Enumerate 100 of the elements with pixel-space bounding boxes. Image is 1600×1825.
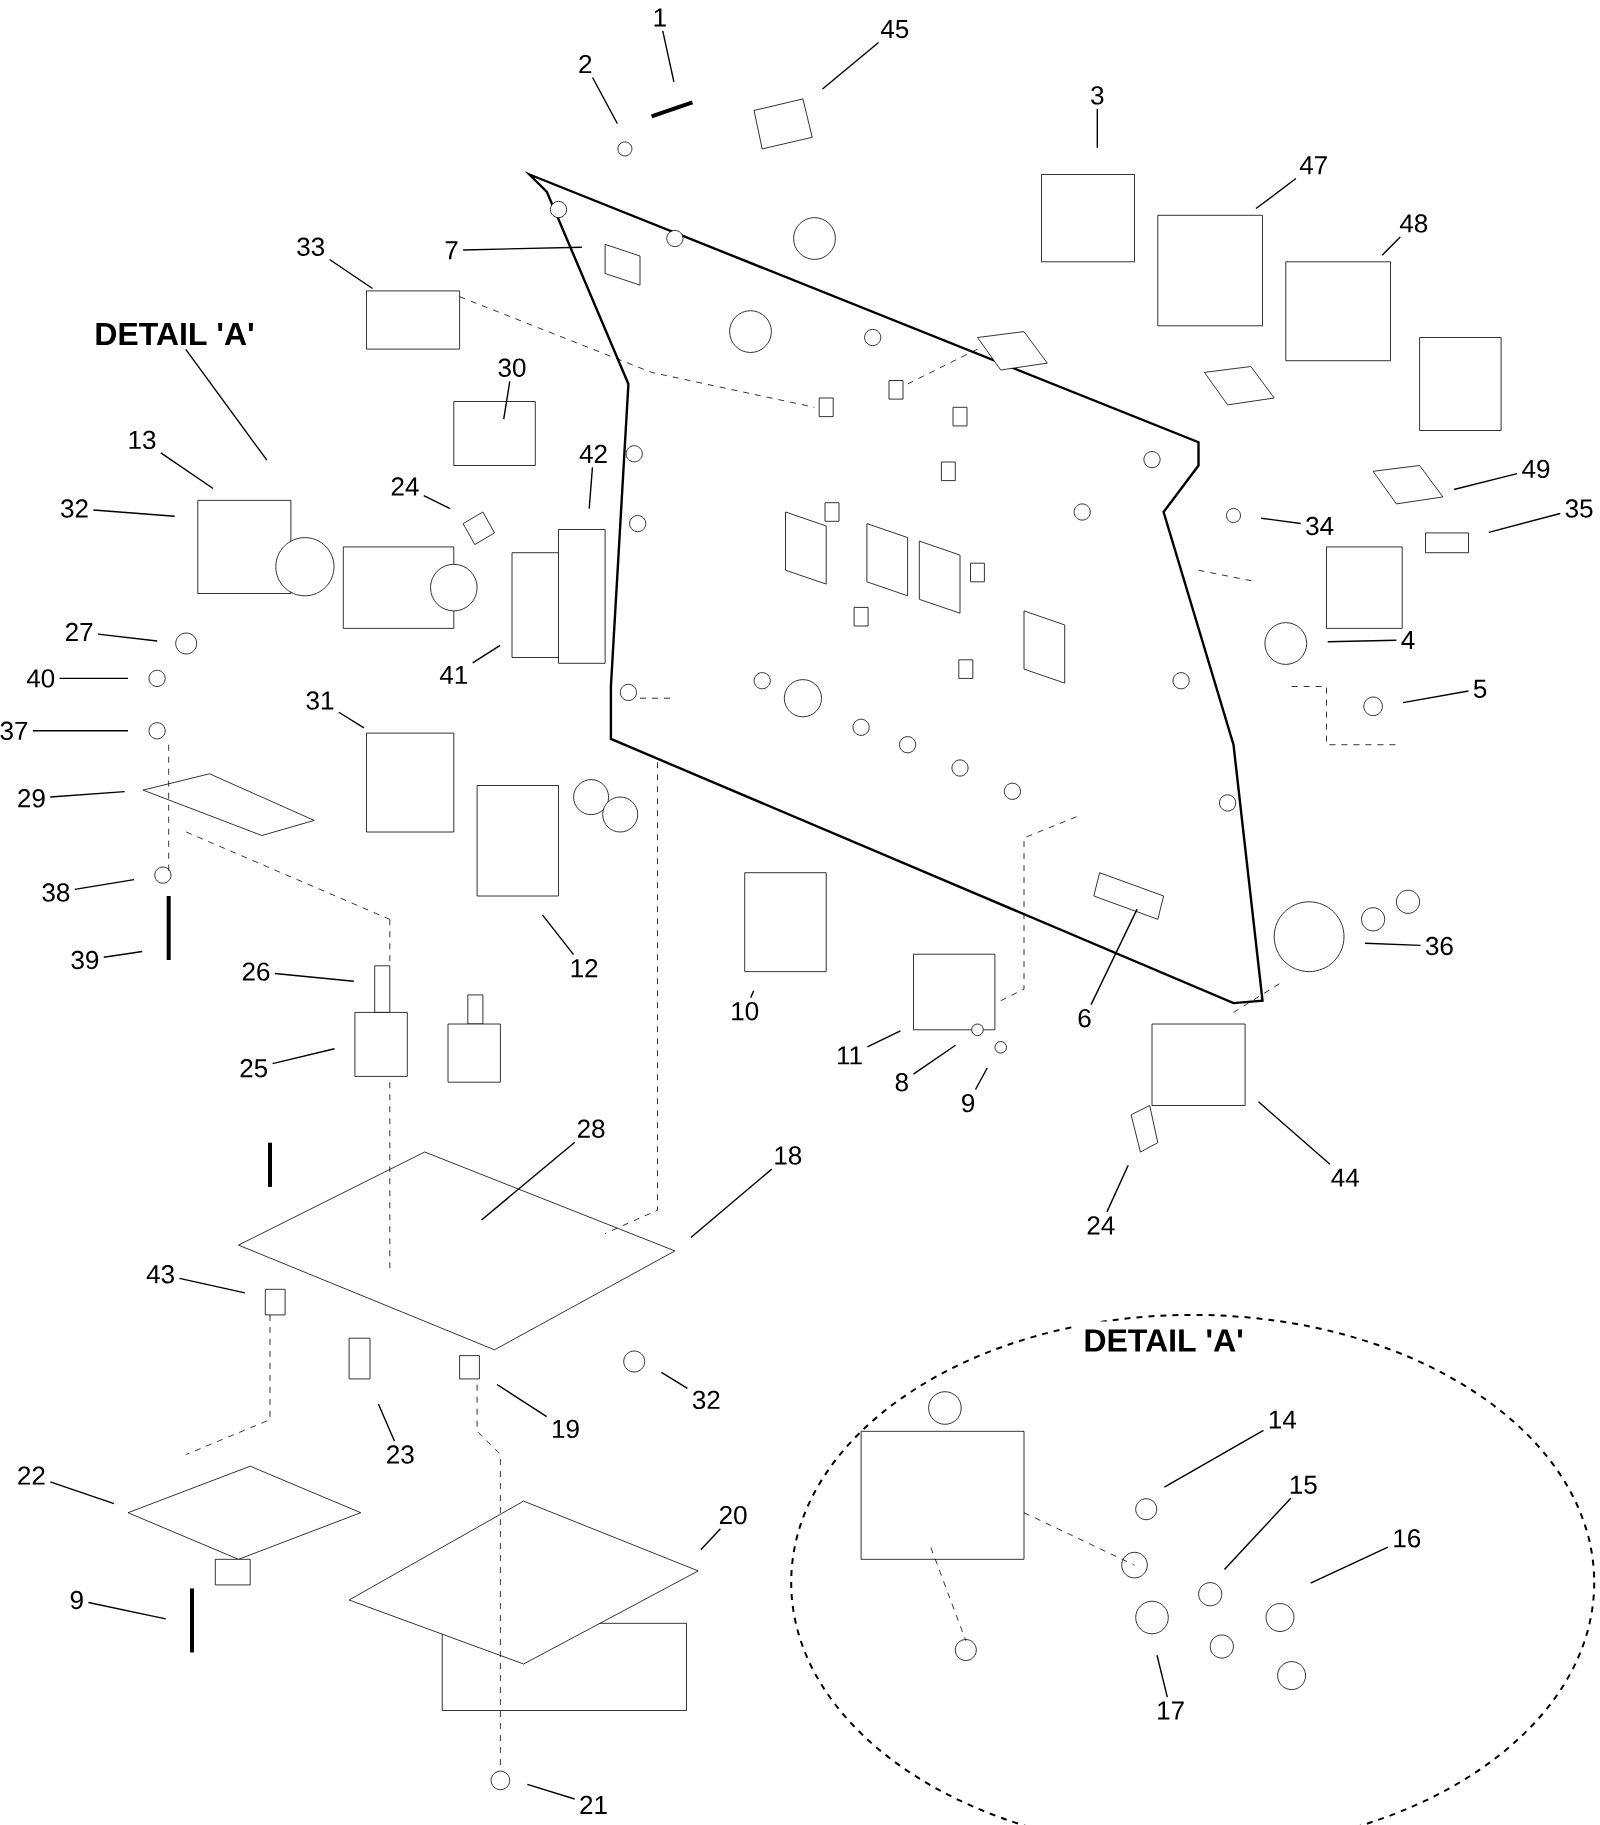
leader-line [1381,236,1401,256]
leader-line [328,258,374,290]
callout-number: 42 [579,444,607,463]
callout-number: 47 [1299,156,1327,175]
callout-number: 26 [242,962,270,981]
leader-line [1257,1101,1331,1165]
callout-number: 21 [580,1795,607,1814]
leader-line [103,950,143,958]
callout-number: 43 [146,1265,174,1284]
leader-line [821,41,880,90]
callout-number: 38 [42,883,70,902]
leader-line [49,1481,115,1505]
leader-line [750,990,755,999]
leader-line [1327,639,1398,643]
leader-line [1096,108,1098,149]
callout-number: 16 [1394,1529,1421,1548]
leader-line [1260,517,1302,525]
callout-number: 7 [445,241,458,260]
callout-number: 3 [1091,86,1104,105]
leader-line [1090,908,1138,1006]
leader-line [274,972,355,982]
leader-line [1156,1654,1168,1698]
callout-number: 44 [1331,1168,1359,1187]
leader-line [74,878,135,891]
leader-line [866,1030,902,1048]
callout-number: 9 [70,1590,83,1610]
leader-line [1402,690,1470,704]
leader-line [974,1067,988,1091]
leader-line [462,246,583,251]
callout-number: 41 [439,665,467,684]
callout-number: 49 [1522,459,1550,479]
callout-number: 11 [838,1046,862,1065]
leader-line [423,494,451,510]
callout-number: 35 [1565,499,1593,518]
leader-line [1309,1546,1389,1584]
leader-line [700,1528,722,1551]
leader-line [1163,1429,1265,1488]
leader-line [662,30,675,83]
leader-line [160,452,214,490]
callout-number: 1 [654,8,666,27]
callout-number: 36 [1425,936,1453,956]
leader-line [591,76,618,125]
callout-number: 31 [306,691,334,710]
leader-line [178,1277,246,1294]
leader-line [377,1403,396,1442]
callout-number: 18 [775,1146,802,1165]
callout-number: 30 [498,358,526,377]
leader-line [97,633,158,642]
callout-number: 10 [732,1002,759,1021]
callout-number: 12 [571,959,598,978]
leader-line [588,466,594,510]
callout-number: 28 [577,1119,605,1138]
leader-line [58,677,129,680]
callout-number: 14 [1269,1410,1296,1429]
callout-number: 15 [1290,1475,1317,1494]
leader-line [1255,177,1297,210]
callout-number: 17 [1158,1701,1184,1720]
callout-number: 20 [719,1505,747,1525]
leader-line [87,1601,167,1620]
callout-number: 32 [61,499,88,518]
callout-number: 37 [0,721,28,740]
leader-line [49,790,126,798]
callout-number: 34 [1306,516,1334,536]
leader-line [1453,472,1518,491]
callout-number: 25 [240,1059,268,1078]
callout-number: 13 [129,430,156,450]
leader-line [480,1141,576,1221]
leader-line [32,730,129,732]
leader-line [690,1168,773,1239]
leader-line [471,644,501,664]
leader-line [503,380,511,420]
leader-line [92,509,176,517]
callout-number: 33 [297,237,325,256]
callout-number: 27 [65,622,93,641]
callout-number: 5 [1473,679,1487,698]
callout-number: 24 [1087,1216,1115,1235]
leader-line [496,1383,548,1418]
leader-line [526,1783,576,1800]
leader-line [1488,512,1561,533]
detail-label: DETAIL 'A' [1075,1321,1252,1360]
leader-line [912,1044,957,1075]
leader-line [1223,1497,1292,1571]
callout-number: 29 [18,789,45,808]
leader-line [338,711,365,729]
callout-number: 40 [26,669,55,688]
callout-number: 24 [391,477,419,496]
callout-number: 4 [1401,631,1415,649]
leader-line [185,348,268,461]
callout-number: 19 [553,1419,579,1439]
callout-number: 2 [579,54,592,74]
callout-number: 48 [1399,214,1428,233]
callout-number: 9 [962,1093,975,1113]
callout-number: 32 [692,1390,720,1410]
leader-line [541,914,575,956]
detail-label: DETAIL 'A' [96,323,254,345]
callout-number: 6 [1078,1009,1091,1028]
callout-number: 22 [18,1466,45,1485]
callout-number: 45 [880,20,909,39]
leader-line [271,1048,336,1065]
callout-number: 23 [387,1445,414,1464]
